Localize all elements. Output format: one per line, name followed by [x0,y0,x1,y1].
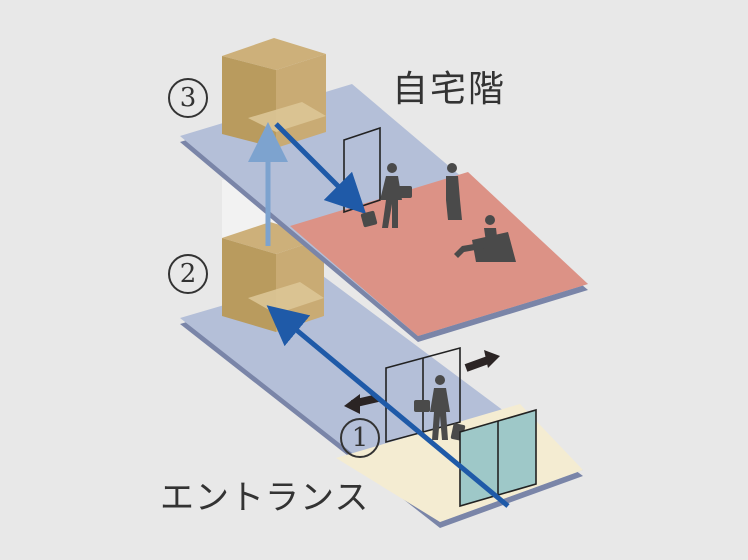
home-floor-label: 自宅階 [392,69,507,110]
step-2-badge: 2 [168,254,208,294]
step-1-badge: 1 [340,418,380,458]
inner-auto-door [385,346,461,444]
resident-with-luggage-icon [360,163,412,228]
route-arrow-to-home-floor [274,122,367,215]
door-open-arrow-right-icon [464,356,490,372]
elevator-box-upper [222,38,326,148]
standing-person-icon [446,163,462,220]
seated-person-sofa-icon [454,215,516,262]
door-arrow-left-head [344,394,360,414]
step-3-badge: 3 [168,78,208,118]
route-arrow-entrance-to-elevator [266,305,510,508]
entrance-label: エントランス [160,478,370,518]
door-arrow-right-head [484,350,500,368]
